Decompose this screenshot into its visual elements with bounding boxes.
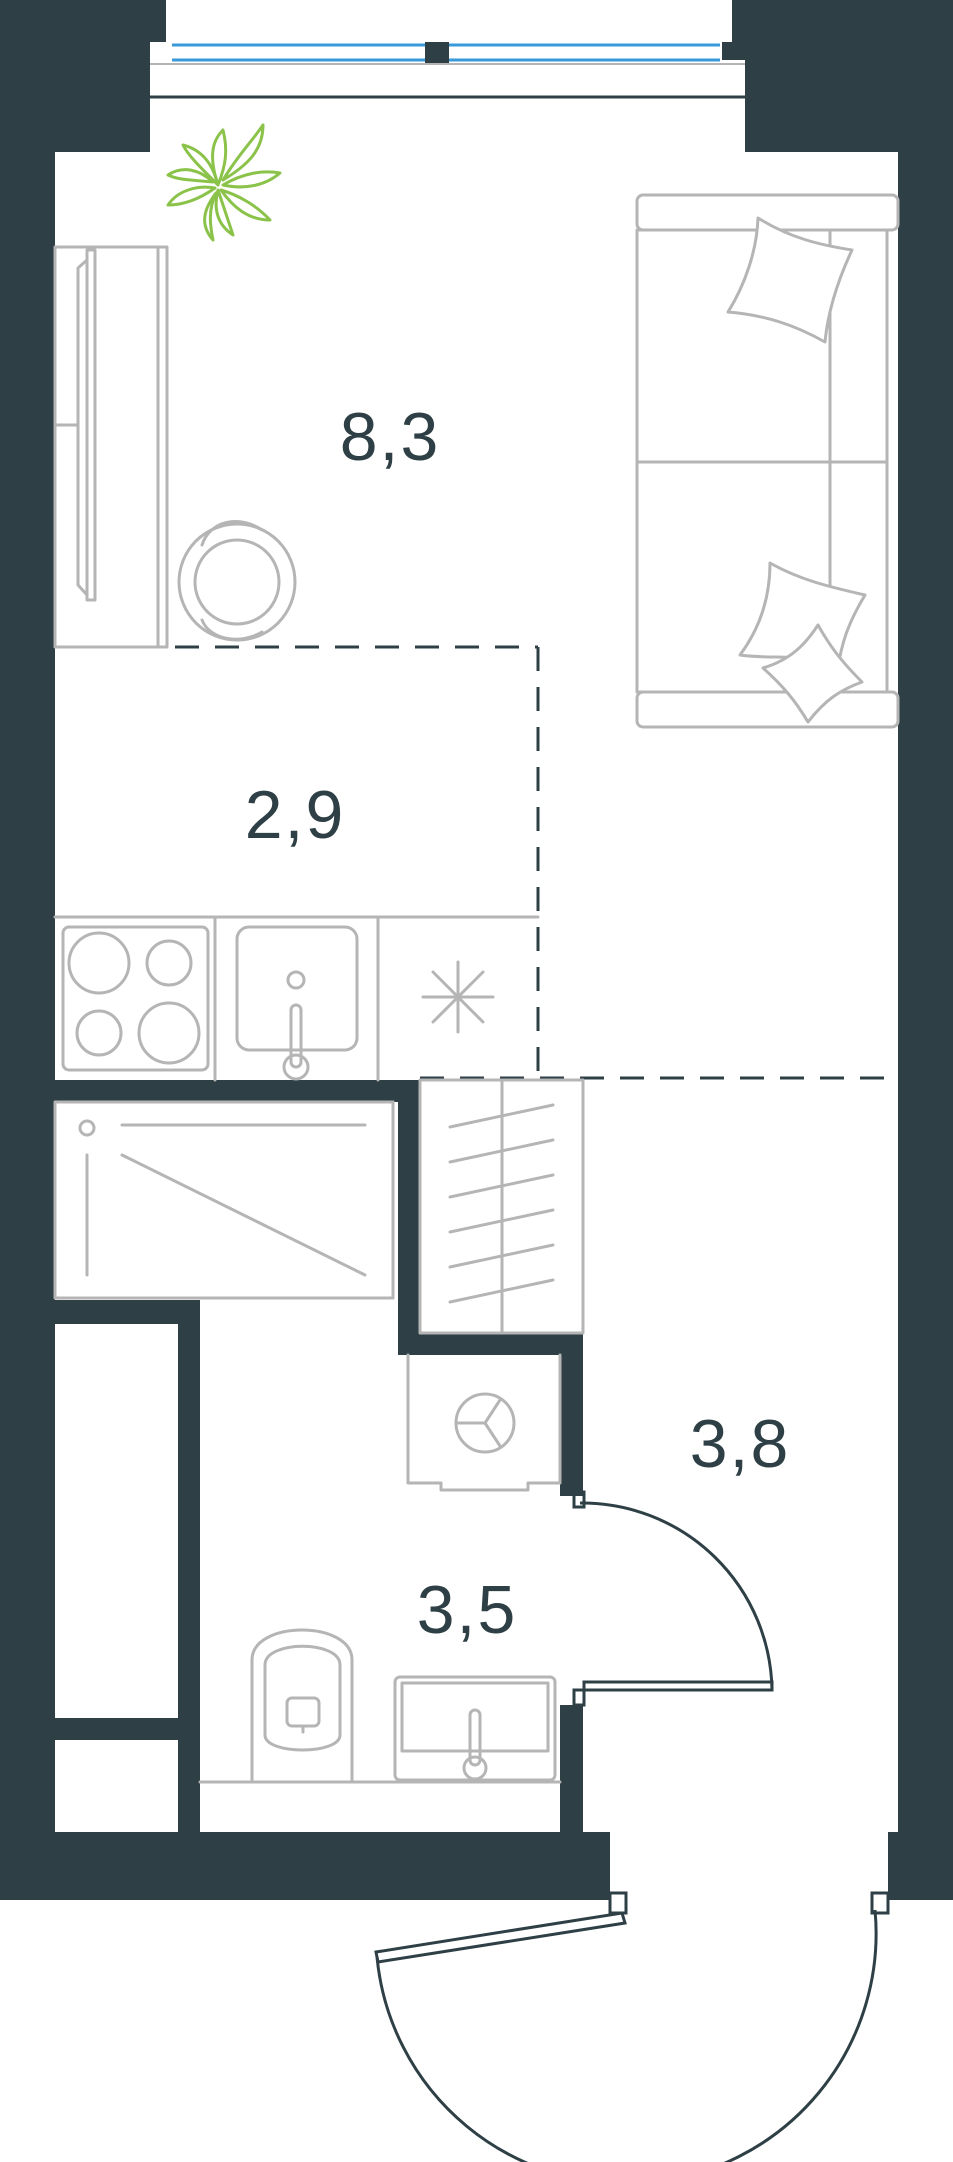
wall-closet-shelf [55,1718,185,1740]
stove-icon [61,925,210,1072]
bathroom [198,1353,562,1784]
kitchen-counter [53,915,540,1082]
plant-icon [166,123,282,242]
window [150,0,745,99]
window-mullion [425,42,449,64]
doors [374,1490,890,2162]
toilet-icon [250,1628,354,1784]
washbasin-icon [393,1675,557,1782]
room-area-hall: 3,8 [690,1406,791,1482]
room-area-bathroom: 3,5 [417,1572,518,1648]
zone-boundaries [55,645,898,1080]
bathroom-door [572,1490,774,1707]
room-area-kitchen: 2,9 [245,777,346,853]
wall-bottom-right [888,1832,953,1900]
wall-closet-top [55,1300,200,1324]
wall-kitchen-bottom [55,1080,420,1102]
sink-icon [235,925,359,1081]
shoe-rack [418,1078,585,1335]
wall-closet-right [178,1300,200,1835]
fridge [421,960,495,1034]
wall-bath-right-upper [560,1333,583,1496]
wall-bath-right-lower [560,1705,583,1835]
room-area-living: 8,3 [340,399,441,475]
area-labels: 8,3 2,9 3,8 3,5 [245,399,791,1648]
wall-right [722,0,953,1900]
wall-bath-top [398,1333,583,1355]
wall-bottom-left [0,1832,610,1900]
wall-bath-left-upper [398,1080,420,1355]
fan-icon [454,1392,516,1454]
walls [0,0,953,1900]
built-in-cabinet [53,1100,395,1300]
entrance-door [374,1891,890,2162]
chair [177,520,297,642]
wall-left [0,0,55,1900]
wardrobe [53,245,169,649]
sofa-icon [635,193,900,729]
